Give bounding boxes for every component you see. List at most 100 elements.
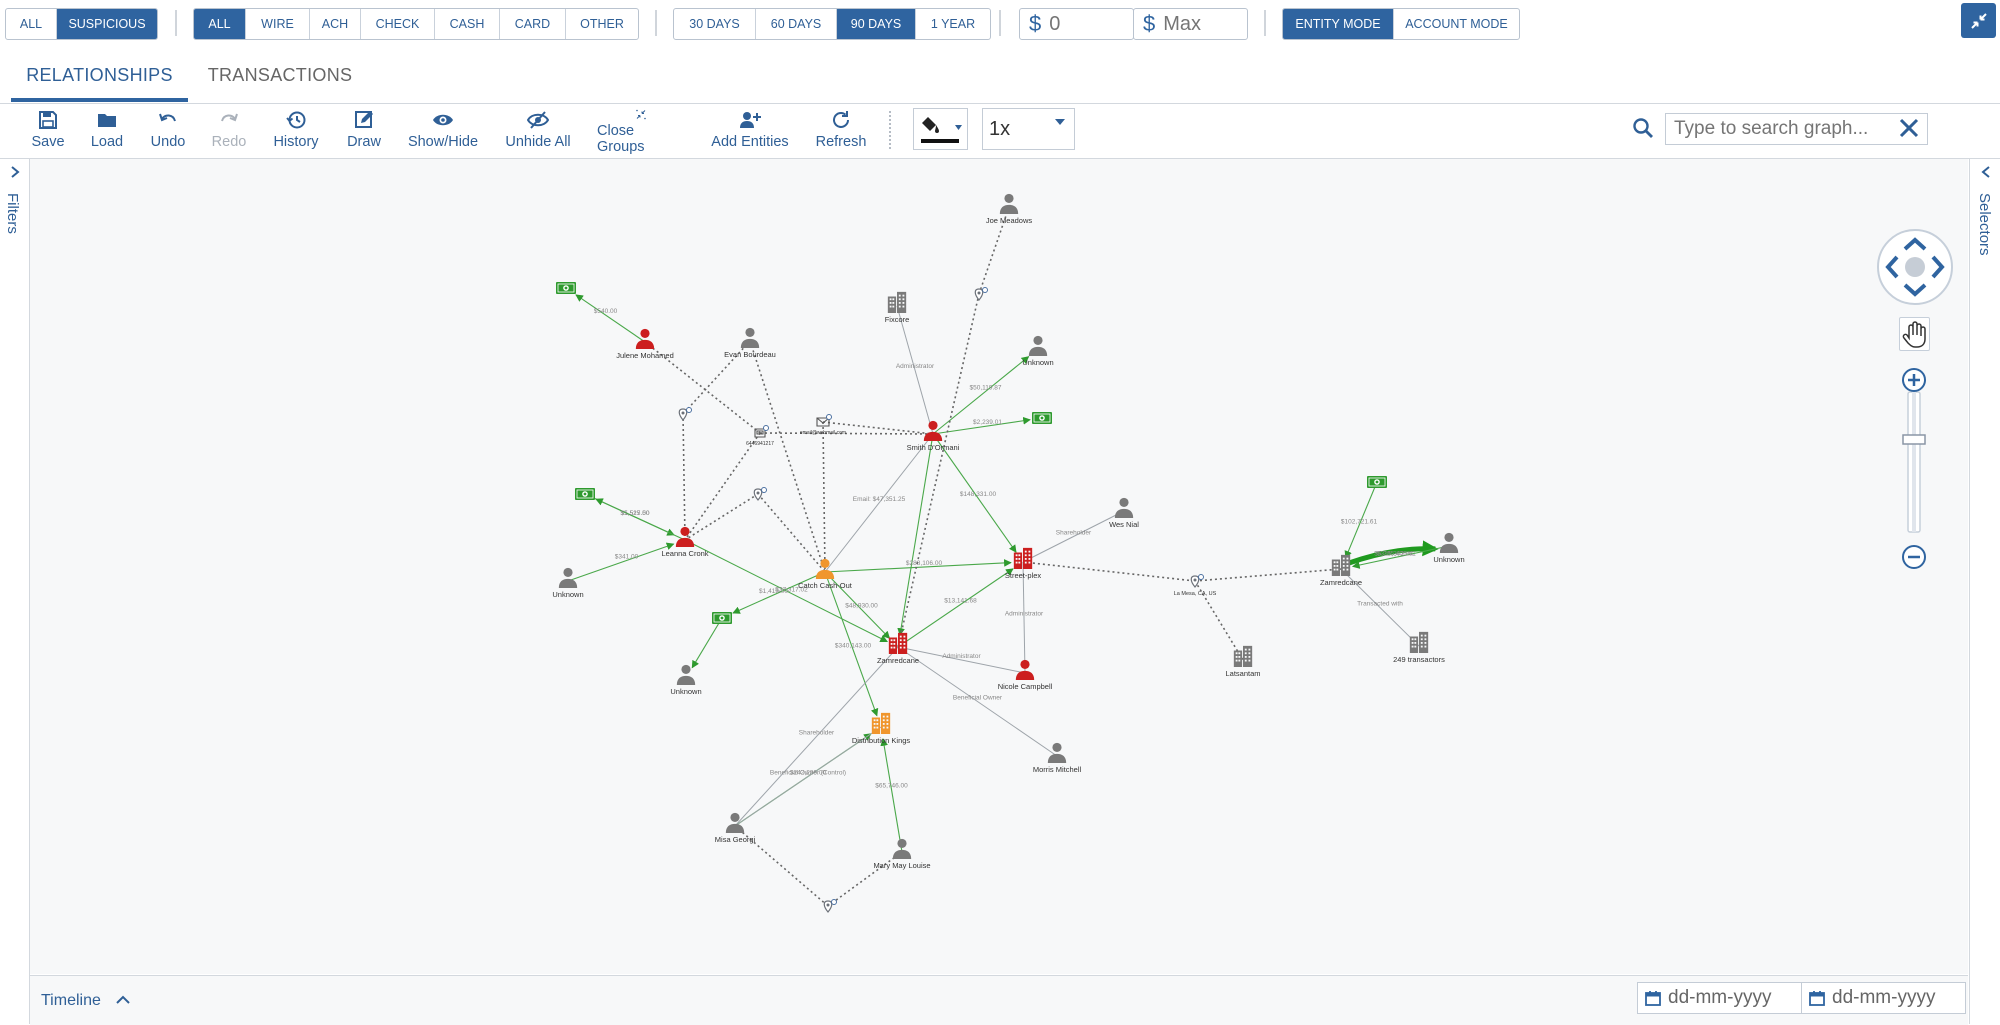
graph-edge[interactable] — [575, 294, 646, 343]
type-btn-check[interactable]: CHECK — [360, 9, 434, 39]
close-groups-button[interactable]: Close Groups — [597, 107, 685, 155]
collapse-button[interactable] — [1961, 3, 1996, 38]
tab-relationships[interactable]: RELATIONSHIPS — [11, 46, 188, 102]
graph-edge[interactable] — [1194, 580, 1244, 661]
graph-edge[interactable] — [897, 568, 1014, 648]
period-btn-30-days[interactable]: 30 DAYS — [689, 17, 740, 31]
graph-edge[interactable] — [824, 559, 1012, 573]
location-node[interactable] — [823, 899, 837, 913]
type-btn-other[interactable]: OTHER — [565, 9, 638, 39]
graph-edge[interactable] — [1348, 540, 1439, 566]
graph-edge[interactable] — [684, 493, 759, 541]
zoom-handle[interactable] — [1902, 434, 1926, 445]
location-node[interactable]: La Mesa, CA, US — [1174, 574, 1217, 598]
cash-node[interactable] — [556, 282, 576, 294]
graph-edge[interactable] — [684, 432, 761, 541]
graph-edge[interactable] — [824, 433, 934, 573]
graph-edge[interactable] — [897, 433, 934, 636]
close-icon[interactable] — [1898, 117, 1920, 139]
type-btn-cash[interactable]: CASH — [434, 9, 499, 39]
graph-node-smith[interactable]: Smith D'Ormani — [907, 420, 960, 452]
graph-node-morris[interactable]: Morris Mitchell — [1033, 742, 1082, 774]
graph-edge[interactable] — [682, 340, 751, 415]
chevron-up-icon[interactable] — [115, 993, 131, 1005]
graph-node-catch[interactable]: Catch Cash-Out — [798, 558, 853, 590]
graph-node-leanna[interactable]: Leanna Cronk — [661, 526, 709, 558]
graph-edge[interactable] — [759, 432, 934, 435]
location-node[interactable] — [753, 487, 767, 501]
graph-edge[interactable] — [897, 293, 980, 648]
period-btn-60-days[interactable]: 60 DAYS — [755, 9, 836, 39]
undo-button[interactable]: Undo — [150, 107, 186, 155]
graph-edge[interactable] — [896, 305, 934, 435]
scope-btn-all[interactable]: ALL — [19, 17, 43, 31]
type-btn-ach[interactable]: ACH — [309, 9, 360, 39]
period-btn-1-year[interactable]: 1 YEAR — [915, 9, 990, 39]
graph-edge[interactable] — [734, 646, 899, 827]
graph-edge[interactable] — [691, 617, 723, 669]
graph-edge[interactable] — [595, 498, 686, 541]
save-button[interactable]: Save — [31, 107, 65, 155]
date-to-field[interactable]: dd-mm-yyyy — [1801, 982, 1966, 1014]
add-entities-button[interactable]: Add Entities — [711, 107, 789, 155]
type-btn-wire[interactable]: WIRE — [245, 9, 309, 39]
graph-node-marymay[interactable]: Mary May Louise — [873, 838, 931, 870]
graph-edge[interactable] — [1022, 561, 1026, 674]
graph-node-phone[interactable]: 6446941217 — [746, 425, 774, 448]
graph-edge[interactable] — [822, 421, 826, 573]
cash-node[interactable] — [712, 612, 732, 624]
scope-btn-suspicious[interactable]: SUSPICIOUS — [56, 9, 157, 39]
graph-edge[interactable] — [757, 493, 826, 573]
type-btn-all[interactable]: ALL — [194, 9, 245, 39]
show-hide-button[interactable]: Show/Hide — [406, 107, 480, 155]
graph-edge[interactable] — [734, 825, 829, 907]
fill-color-picker[interactable] — [913, 108, 968, 150]
graph-edge[interactable] — [932, 356, 1030, 435]
location-node[interactable] — [974, 287, 988, 301]
cash-node[interactable] — [575, 488, 595, 500]
graph-edge[interactable] — [897, 646, 1026, 674]
cash-node[interactable] — [1032, 412, 1052, 424]
zoom-in-button[interactable] — [1902, 368, 1926, 392]
graph-edge[interactable] — [822, 421, 934, 435]
graph-node-evan[interactable]: Evan Bourdeau — [724, 327, 776, 359]
graph-edge[interactable] — [567, 542, 675, 582]
zoom-slider[interactable] — [1897, 367, 1931, 577]
graph-edge[interactable] — [1340, 568, 1420, 647]
mode-btn-entity-mode[interactable]: ENTITY MODE — [1283, 9, 1393, 39]
graph-edge[interactable] — [827, 851, 903, 907]
timeline-toggle[interactable]: Timeline — [41, 992, 101, 1009]
refresh-button[interactable]: Refresh — [815, 107, 867, 155]
selectors-rail[interactable]: Selectors — [1969, 159, 2000, 1024]
chevron-left-icon[interactable] — [1980, 165, 1992, 179]
graph-node-misa[interactable]: Misa Georgi — [715, 812, 756, 844]
graph-node-joe[interactable]: Joe Meadows — [986, 193, 1033, 225]
redo-button[interactable]: Redo — [212, 107, 246, 155]
graph-search-input[interactable] — [1672, 115, 1896, 143]
graph-edge[interactable] — [932, 416, 1031, 435]
graph-edge[interactable] — [1022, 561, 1196, 582]
history-button[interactable]: History — [272, 107, 320, 155]
graph-node-unknown2[interactable]: Unknown — [552, 567, 584, 599]
graph-edge[interactable] — [684, 539, 888, 643]
graph-node-streetplex[interactable]: Street-plex — [1005, 547, 1042, 580]
cash-node[interactable] — [1367, 476, 1387, 488]
filters-rail[interactable]: Filters — [0, 159, 30, 1024]
draw-button[interactable]: Draw — [346, 107, 382, 155]
graph-node-distkings[interactable]: Distribution Kings — [852, 712, 911, 745]
graph-node-zamred2[interactable]: Zamredcane — [1320, 554, 1362, 587]
graph-search[interactable] — [1665, 113, 1928, 145]
graph-node-fixcore[interactable]: Fixcore — [885, 291, 910, 324]
graph-node-nicole[interactable]: Nicole Campbell — [998, 659, 1053, 691]
unhide-all-button[interactable]: Unhide All — [504, 107, 572, 155]
zoom-out-button[interactable] — [1902, 545, 1926, 569]
period-btn-90-days[interactable]: 90 DAYS — [836, 9, 915, 39]
pan-mode-button[interactable] — [1899, 317, 1930, 351]
graph-edge[interactable] — [824, 571, 891, 639]
min-amount-input[interactable] — [1047, 11, 1122, 37]
graph-node-email[interactable]: email@webmail.com — [800, 414, 846, 437]
graph-edge[interactable] — [1022, 510, 1125, 563]
graph-edge[interactable] — [749, 340, 826, 573]
graph-node-unknown4[interactable]: Unknown — [1433, 532, 1465, 564]
load-button[interactable]: Load — [90, 107, 124, 155]
